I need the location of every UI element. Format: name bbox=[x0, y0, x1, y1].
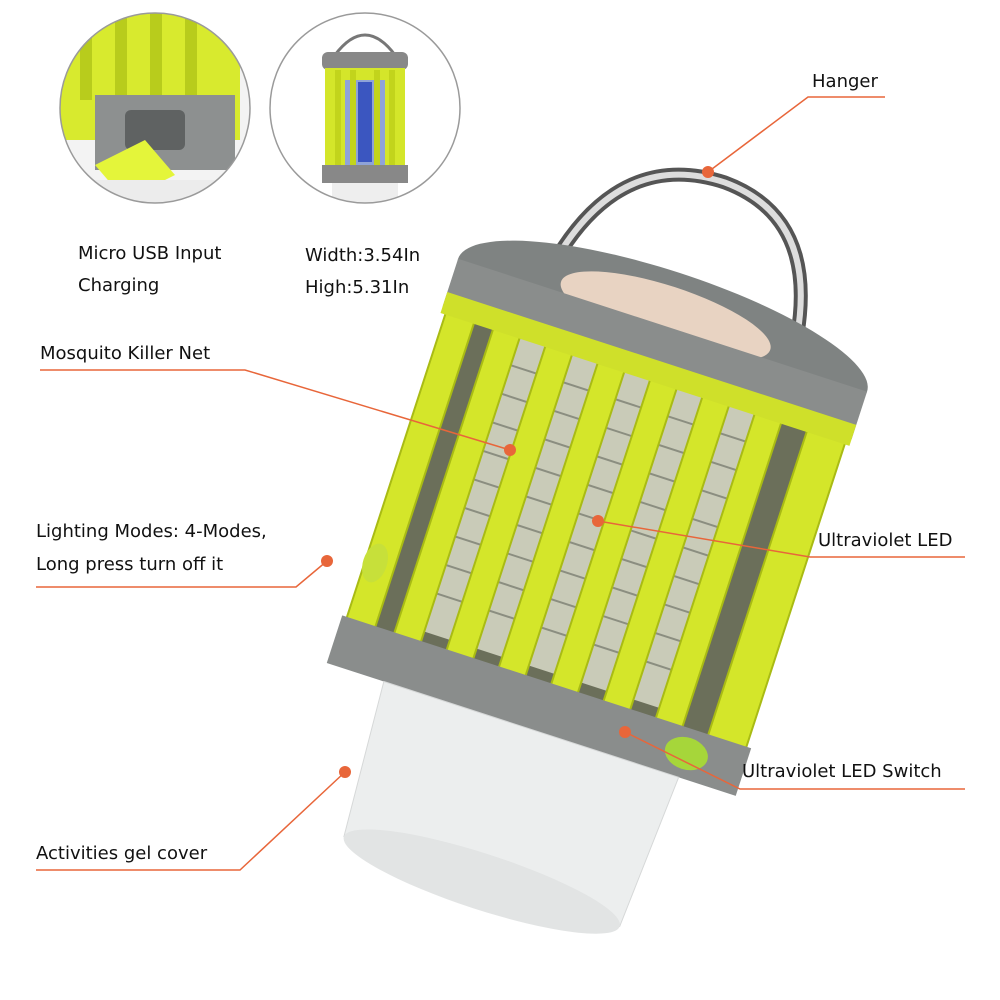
size-inset bbox=[269, 12, 461, 204]
modes-label-line1: Lighting Modes: 4-Modes, bbox=[36, 521, 267, 542]
modes-label-line2: Long press turn off it bbox=[36, 554, 224, 575]
callout-dots bbox=[321, 166, 714, 778]
usb-label-line2: Charging bbox=[78, 275, 160, 296]
uv-led-label: Ultraviolet LED bbox=[818, 530, 953, 551]
net-label: Mosquito Killer Net bbox=[40, 343, 211, 364]
usb-label-line1: Micro USB Input bbox=[78, 243, 222, 264]
gel-cover-label: Activities gel cover bbox=[36, 843, 208, 864]
usb-inset bbox=[59, 12, 251, 204]
hanger-label: Hanger bbox=[812, 71, 878, 92]
callout-lines bbox=[36, 96, 965, 871]
uv-switch-label: Ultraviolet LED Switch bbox=[742, 761, 942, 782]
height-label: High:5.31In bbox=[305, 277, 410, 298]
width-label: Width:3.54In bbox=[305, 245, 421, 266]
